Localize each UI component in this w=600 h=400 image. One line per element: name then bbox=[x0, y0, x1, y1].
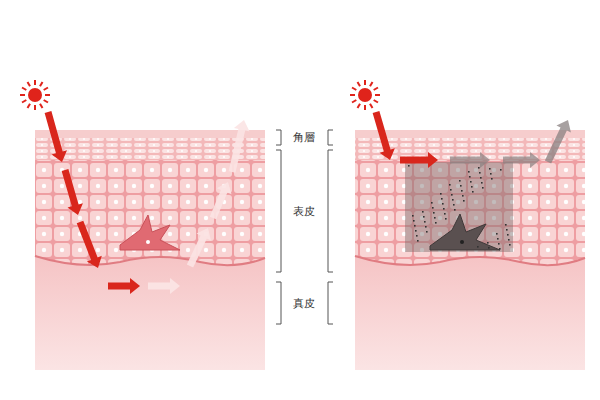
light-arrow bbox=[148, 278, 180, 294]
melanocyte bbox=[430, 214, 500, 250]
light-arrow bbox=[45, 111, 67, 162]
layer-label: 角層 bbox=[292, 131, 316, 144]
light-arrow bbox=[503, 152, 540, 168]
light-arrow bbox=[545, 120, 571, 164]
layer-label: 表皮 bbox=[292, 205, 316, 218]
sun-icon bbox=[20, 80, 50, 110]
light-arrow bbox=[108, 278, 140, 294]
right-panel bbox=[355, 130, 585, 370]
light-arrow bbox=[210, 182, 232, 219]
light-arrow bbox=[187, 228, 211, 267]
pigmented-cells bbox=[405, 162, 513, 252]
melanocyte bbox=[120, 215, 180, 250]
light-arrow bbox=[373, 111, 395, 160]
layer-label: 真皮 bbox=[292, 297, 316, 310]
brackets bbox=[276, 130, 333, 324]
light-arrow bbox=[62, 169, 83, 215]
light-arrow bbox=[229, 120, 250, 173]
light-arrow bbox=[450, 152, 490, 168]
light-arrow bbox=[77, 221, 102, 268]
sun-icon bbox=[350, 80, 380, 110]
dermis bbox=[35, 250, 265, 370]
light-arrow bbox=[400, 152, 438, 168]
